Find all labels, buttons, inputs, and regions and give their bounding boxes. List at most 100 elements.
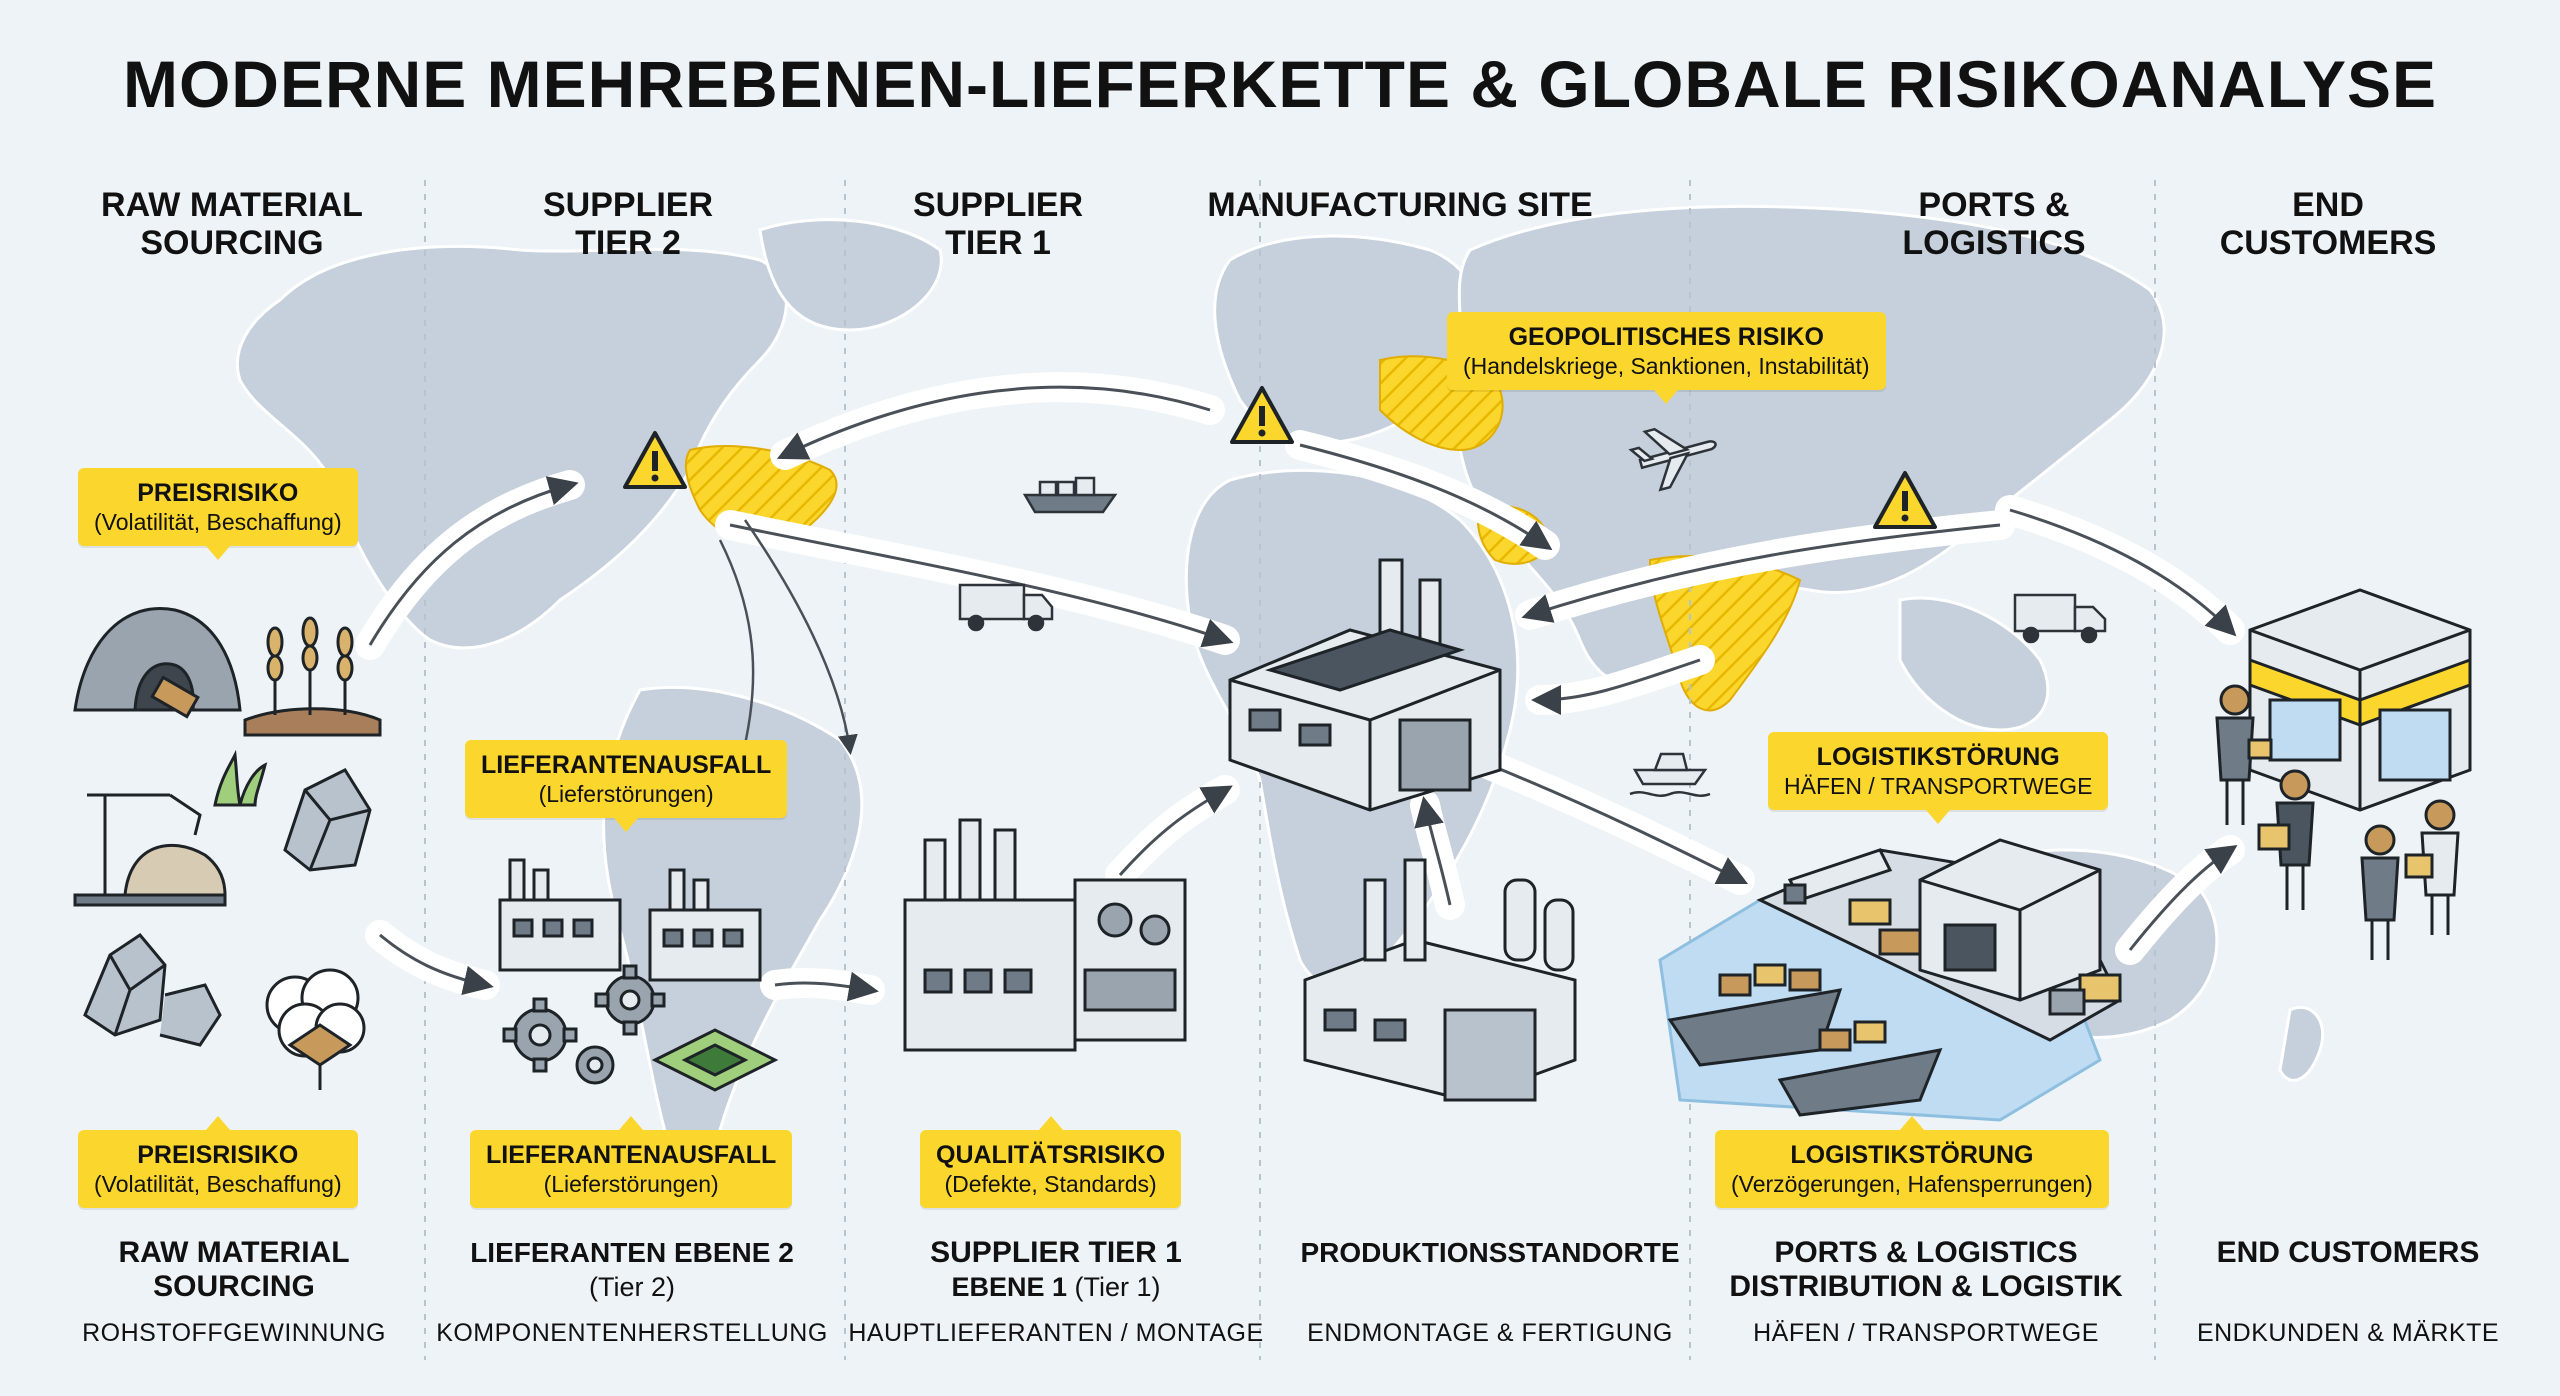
column-header-ports-logistics: PORTS & LOGISTICS [1902, 186, 2085, 262]
north-america [235, 245, 788, 650]
column-header-manufacturing-site: MANUFACTURING SITE [1207, 186, 1592, 224]
callout-pointer [1654, 390, 1679, 404]
risk-callout-preis-top: PREISRISIKO (Volatilität, Beschaffung) [78, 468, 358, 560]
risk-subtitle: (Volatilität, Beschaffung) [94, 509, 342, 535]
risk-title: QUALITÄTSRISIKO [936, 1141, 1166, 1169]
gear-icon [575, 1045, 615, 1085]
footer-title: EBENE 1 [951, 1272, 1068, 1302]
column-footer-raw-material: RAW MATERIAL SOURCING ROHSTOFFGEWINNUNG [82, 1236, 386, 1348]
column-footer-ports: PORTS & LOGISTICS DISTRIBUTION & LOGISTI… [1729, 1236, 2122, 1348]
footer-title: PRODUKTIONSSTANDORTE [1300, 1237, 1680, 1268]
column-header-line: MANUFACTURING SITE [1207, 186, 1593, 224]
truck-icon [2013, 593, 2107, 644]
factory-icon [1303, 858, 1577, 1102]
risk-subtitle: HÄFEN / TRANSPORTWEGE [1784, 773, 2093, 799]
column-header-line: TIER 2 [575, 224, 681, 262]
risk-subtitle: (Lieferstörungen) [538, 781, 714, 807]
footer-title: PORTS & LOGISTICS [1774, 1236, 2078, 1269]
column-header-supplier-tier-1: SUPPLIER TIER 1 [913, 186, 1083, 262]
crystal-icon [283, 768, 372, 872]
footer-title: RAW MATERIAL [118, 1236, 350, 1269]
risk-callout-preis-bottom: PREISRISIKO (Volatilität, Beschaffung) [78, 1116, 358, 1208]
warehouse-icon [1918, 838, 2102, 1002]
footer-caption: KOMPONENTENHERSTELLUNG [436, 1319, 828, 1347]
gear-icon [594, 964, 666, 1036]
risk-title: LIEFERANTENAUSFALL [481, 751, 772, 779]
risk-subtitle: (Lieferstörungen) [543, 1171, 719, 1197]
plane-icon [1628, 427, 1717, 492]
risk-callout-geo: GEOPOLITISCHES RISIKO (Handelskriege, Sa… [1447, 312, 1886, 404]
column-header-line: SUPPLIER [542, 186, 714, 224]
ship-icon [1667, 963, 1843, 1067]
crystal-icon [83, 933, 222, 1047]
callout-pointer [1926, 810, 1951, 824]
risk-title: LOGISTIKSTÖRUNG [1790, 1141, 2034, 1169]
footer-title: SOURCING [153, 1270, 315, 1303]
column-header-line: RAW MATERIAL [101, 186, 363, 224]
truck-icon [1783, 848, 1893, 905]
risk-title: PREISRISIKO [137, 1141, 299, 1169]
callout-pointer [1038, 1116, 1063, 1130]
callout-pointer [205, 1116, 230, 1130]
risk-callout-lieferant-bottom: LIEFERANTENAUSFALL (Lieferstörungen) [470, 1116, 793, 1208]
ship-icon [1022, 476, 1118, 514]
factory-icon [648, 868, 762, 982]
footer-caption: ENDKUNDEN & MÄRKTE [2196, 1319, 2500, 1347]
person-icon [2257, 769, 2315, 910]
person-icon [2404, 799, 2460, 935]
risk-subtitle: (Verzögerungen, Hafensperrungen) [1731, 1171, 2093, 1197]
risk-callout-logistik-bottom: LOGISTIKSTÖRUNG (Verzögerungen, Hafenspe… [1715, 1116, 2109, 1208]
footer-subtitle: (Tier 1) [1074, 1272, 1161, 1302]
risk-title: LIEFERANTENAUSFALL [486, 1141, 777, 1169]
oil-pump-icon [73, 793, 227, 907]
callout-pointer [619, 1116, 644, 1130]
warning-icon [1230, 386, 1294, 444]
ship-icon [1777, 1020, 1943, 1117]
warning-icon [623, 431, 687, 489]
risk-subtitle: (Handelskriege, Sanktionen, Instabilität… [1463, 353, 1870, 379]
column-header-end-customers: END CUSTOMERS [2220, 186, 2437, 262]
containers [1848, 898, 2122, 1016]
column-header-line: TIER 1 [945, 224, 1051, 262]
person-icon [2360, 824, 2400, 960]
callout-pointer [205, 546, 230, 560]
thin-flow-arrows [718, 519, 858, 770]
flow-arrows-outline [368, 385, 2238, 1002]
risk-title: LOGISTIKSTÖRUNG [1816, 743, 2060, 771]
chip-icon [651, 1028, 779, 1092]
risk-callout-lieferant-top: LIEFERANTENAUSFALL (Lieferstörungen) [465, 740, 788, 832]
callout-pointer [1899, 1116, 1924, 1130]
column-footer-tier-2: LIEFERANTEN EBENE 2 (Tier 2) KOMPONENTEN… [436, 1236, 828, 1348]
footer-title: SUPPLIER TIER 1 [930, 1236, 1182, 1269]
column-header-raw-material: RAW MATERIAL SOURCING [101, 186, 363, 262]
wheat-icon [243, 616, 382, 737]
warning-icon [1873, 471, 1937, 529]
southeast-asia [1898, 596, 2050, 732]
footer-caption: ENDMONTAGE & FERTIGUNG [1307, 1319, 1673, 1347]
column-header-supplier-tier-2: SUPPLIER TIER 2 [543, 186, 713, 262]
footer-caption: HÄFEN / TRANSPORTWEGE [1753, 1319, 2099, 1347]
risk-subtitle: (Defekte, Standards) [944, 1171, 1157, 1197]
footer-caption: HAUPTLIEFERANTEN / MONTAGE [848, 1319, 1264, 1347]
risk-callout-qualitaet: QUALITÄTSRISIKO (Defekte, Standards) [920, 1116, 1182, 1208]
footer-title: DISTRIBUTION & LOGISTIK [1729, 1270, 2123, 1303]
column-header-line: SUPPLIER [912, 186, 1084, 224]
risk-subtitle: (Volatilität, Beschaffung) [94, 1171, 342, 1197]
footer-caption: ROHSTOFFGEWINNUNG [82, 1319, 386, 1347]
risk-title: PREISRISIKO [137, 479, 299, 507]
column-footer-tier-1: SUPPLIER TIER 1 EBENE 1 (Tier 1) HAUPTLI… [848, 1236, 1263, 1348]
mine-icon [73, 607, 242, 719]
callout-pointer [614, 818, 639, 832]
new-zealand [2278, 1005, 2325, 1082]
column-header-line: CUSTOMERS [2219, 224, 2437, 262]
greenland [758, 218, 943, 332]
factory-icon [498, 858, 622, 972]
factory-icon [903, 818, 1187, 1052]
factory-icon [1228, 558, 1502, 812]
footer-title: LIEFERANTEN EBENE 2 [470, 1237, 794, 1268]
ship-icon [1629, 752, 1711, 797]
cotton-icon [265, 968, 366, 1090]
store-icon [2248, 588, 2472, 812]
page-title: MODERNE MEHREBENEN-LIEFERKETTE & GLOBALE… [122, 47, 2438, 121]
